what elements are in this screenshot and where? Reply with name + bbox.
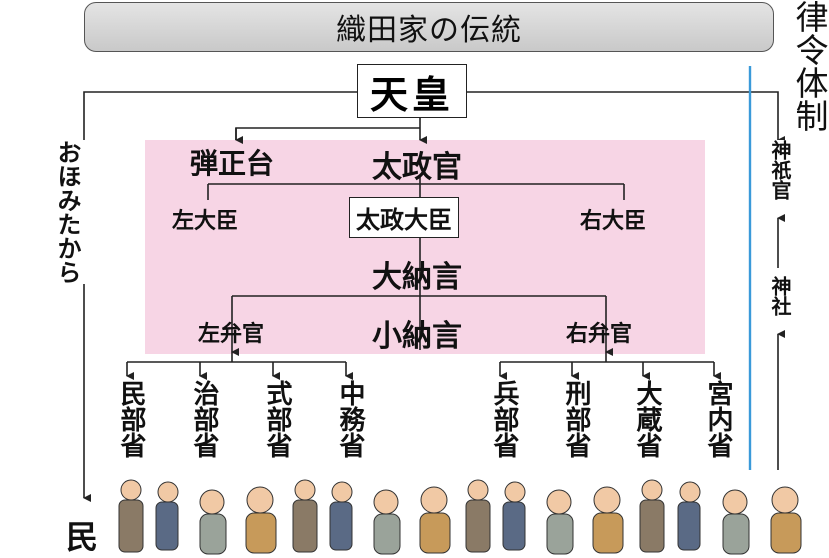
person-figure <box>245 486 277 554</box>
person-figure <box>770 486 802 554</box>
person-figure <box>199 489 227 555</box>
node-ubenkan: 右弁官 <box>566 321 633 347</box>
person-figure <box>419 486 451 554</box>
side-title: 律令体制 <box>790 0 829 132</box>
node-dainagon: 大納言 <box>372 260 462 295</box>
person-figure <box>592 486 624 554</box>
person-figure <box>465 479 491 553</box>
person-figure <box>502 481 526 551</box>
person-figure <box>722 489 750 555</box>
person-figure <box>639 479 665 553</box>
node-shikibusho: 式部省 <box>262 380 292 458</box>
node-jibusho: 治部省 <box>189 380 219 458</box>
page-title: 織田家の伝統 <box>336 13 522 48</box>
person-figure <box>677 481 701 551</box>
person-figure <box>329 481 353 551</box>
node-kunaisho: 宮内省 <box>703 380 733 458</box>
line-split-danjo <box>235 127 420 140</box>
person-figure <box>155 481 179 551</box>
line-emperor-right <box>467 91 785 144</box>
node-daijo-daijin: 太政大臣 <box>349 197 459 238</box>
node-danjo: 弾正台 <box>190 147 275 180</box>
person-figure <box>292 479 318 553</box>
node-udaijin: 右大臣 <box>580 208 647 234</box>
node-daijokan: 太政官 <box>372 150 462 185</box>
node-tami: 民 <box>66 518 99 556</box>
person-figure <box>546 489 574 555</box>
label-ohomitakara: おほみたから <box>50 140 85 284</box>
node-jingikan: 神祇官 <box>766 140 795 200</box>
node-jinja: 神社 <box>766 276 795 316</box>
node-emperor: 天皇 <box>357 64 467 118</box>
node-gyobusho: 刑部省 <box>561 380 591 458</box>
node-hyobusho: 兵部省 <box>489 380 519 458</box>
person-figure <box>118 479 144 553</box>
line-emperor-left <box>83 91 357 502</box>
person-figure <box>373 489 401 555</box>
node-sadaijin: 左大臣 <box>172 208 239 234</box>
daijokan-region <box>145 140 705 354</box>
title-banner: 織田家の伝統 <box>84 2 774 52</box>
node-nakatsukasasho: 中務省 <box>335 380 365 458</box>
people-illustration <box>118 479 802 555</box>
node-minbusho: 民部省 <box>116 380 146 458</box>
node-okurasho: 大蔵省 <box>632 380 662 458</box>
node-sabenkan: 左弁官 <box>198 321 265 347</box>
node-shonagon: 小納言 <box>372 319 462 354</box>
